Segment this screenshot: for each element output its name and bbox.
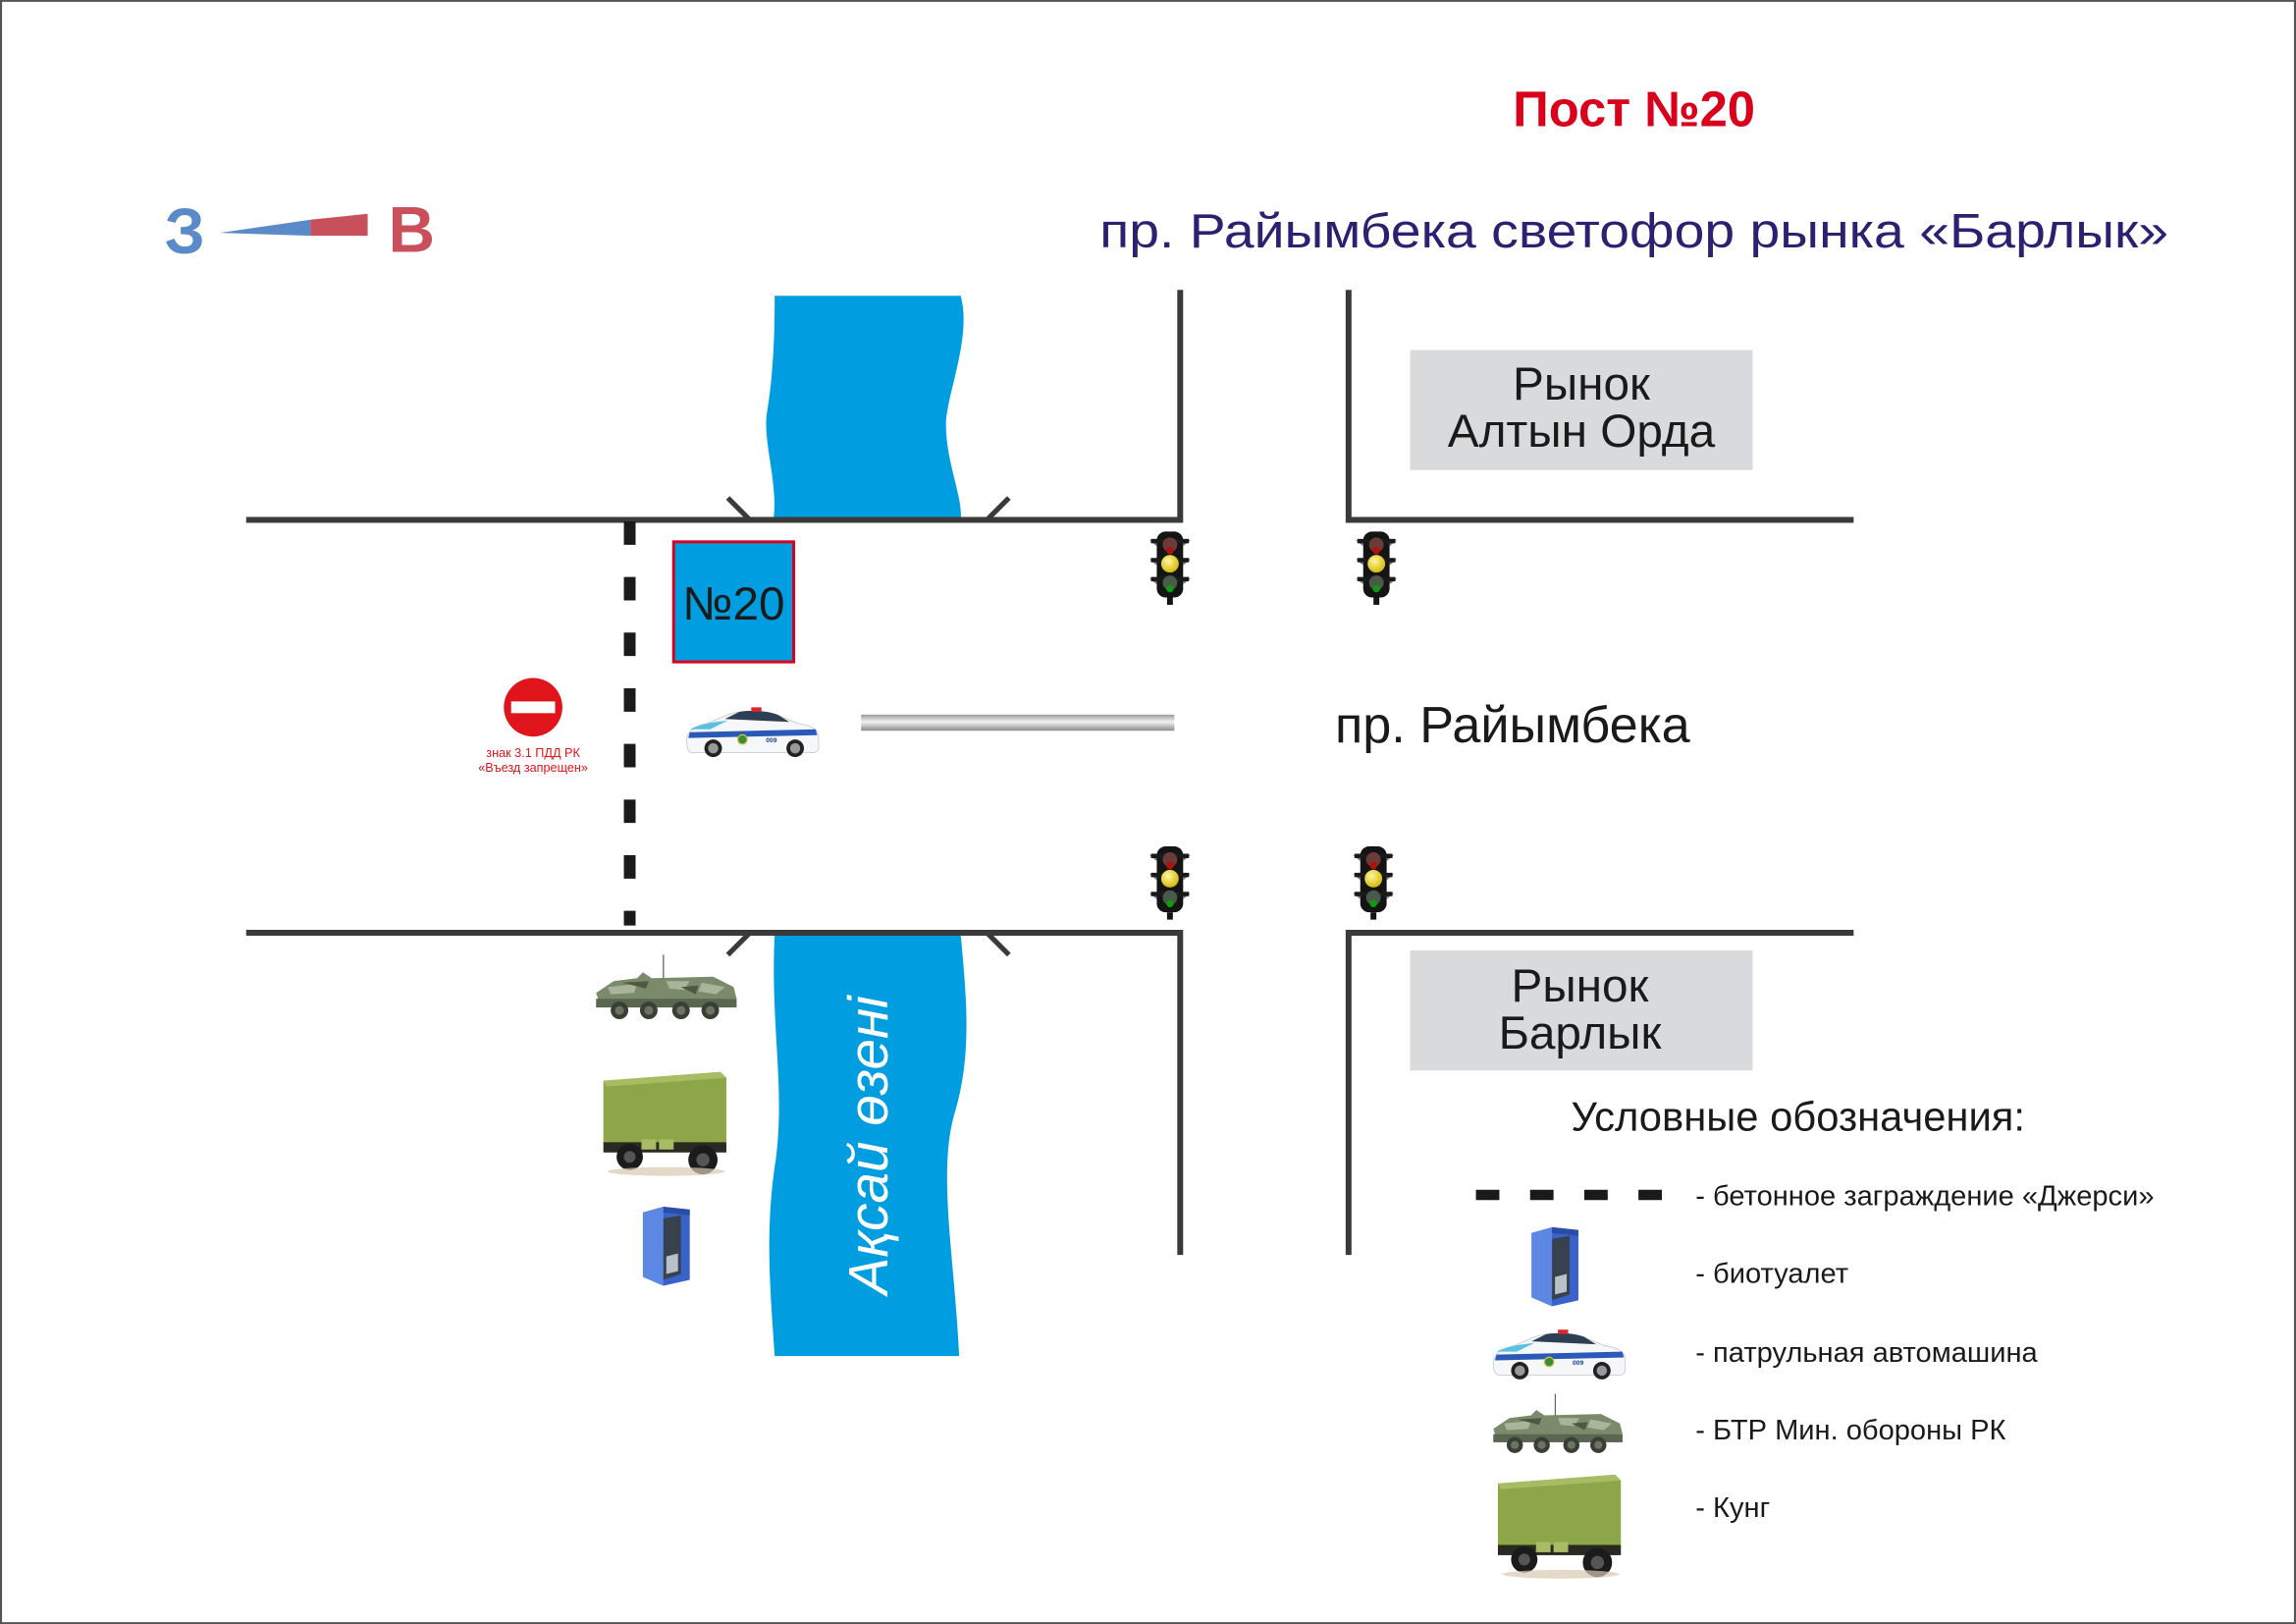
legend-label: - Кунг <box>1695 1492 1770 1524</box>
barrier-gate <box>861 714 1175 731</box>
market-name-line1: Рынок <box>1512 960 1650 1012</box>
road-edges <box>245 290 1854 1256</box>
road-edge-south-east <box>1345 930 1854 1256</box>
no-entry-caption-line1: знак 3.1 ПДД РК <box>486 746 580 760</box>
compass-west-label: З <box>165 195 205 267</box>
post-box-label: №20 <box>682 578 784 630</box>
compass-needle-west <box>219 219 311 237</box>
road-edge-north-east <box>1345 290 1854 523</box>
market-barlyk: Рынок Барлык <box>1410 949 1753 1071</box>
legend: Условные обозначения: - бетонное загражд… <box>1475 1093 2155 1579</box>
road-edge-south-west <box>245 930 1184 1256</box>
street-label: пр. Райымбека <box>1335 697 1691 754</box>
market-name-line2: Алтын Орда <box>1448 406 1716 458</box>
river-north-segment <box>766 296 964 521</box>
legend-item-apc: - БТР Мин. обороны РК <box>1492 1392 2006 1454</box>
legend-label: - бетонное заграждение «Джерси» <box>1695 1180 2154 1212</box>
river-south-segment <box>769 934 967 1357</box>
legend-item-kung: - Кунг <box>1497 1474 1770 1579</box>
market-altyn-orda: Рынок Алтын Орда <box>1410 350 1753 470</box>
river-label: Ақсай өзені <box>838 995 900 1298</box>
legend-title: Условные обозначения: <box>1571 1093 2025 1139</box>
no-entry-caption-line2: «Въезд запрещен» <box>478 761 588 775</box>
market-name-line1: Рынок <box>1513 358 1651 410</box>
compass-east-label: В <box>389 194 435 266</box>
legend-label: - БТР Мин. обороны РК <box>1695 1415 2005 1446</box>
legend-item-jersey: - бетонное заграждение «Джерси» <box>1475 1180 2155 1212</box>
market-name-line2: Барлык <box>1499 1007 1663 1059</box>
location-subtitle: пр. Райымбека светофор рынка «Барлык» <box>1099 204 2168 258</box>
legend-item-patrol-car: - патрульная автомашина <box>1492 1328 2039 1380</box>
legend-label: - патрульная автомашина <box>1695 1337 2038 1369</box>
post-box: №20 <box>671 540 796 664</box>
portable-toilet-icon <box>642 1206 690 1286</box>
page-title: Пост №20 <box>1513 81 1755 136</box>
road-edge-north-west <box>245 290 1184 523</box>
compass-needle-east <box>310 213 368 237</box>
compass-west-east: З В <box>165 194 435 267</box>
no-entry-sign: знак 3.1 ПДД РК «Въезд запрещен» <box>478 677 588 775</box>
legend-item-toilet: - биотуалет <box>1531 1226 1848 1307</box>
legend-label: - биотуалет <box>1695 1258 1848 1289</box>
bridge-markers <box>725 496 1011 957</box>
portable-toilet-icon <box>1531 1226 1578 1307</box>
